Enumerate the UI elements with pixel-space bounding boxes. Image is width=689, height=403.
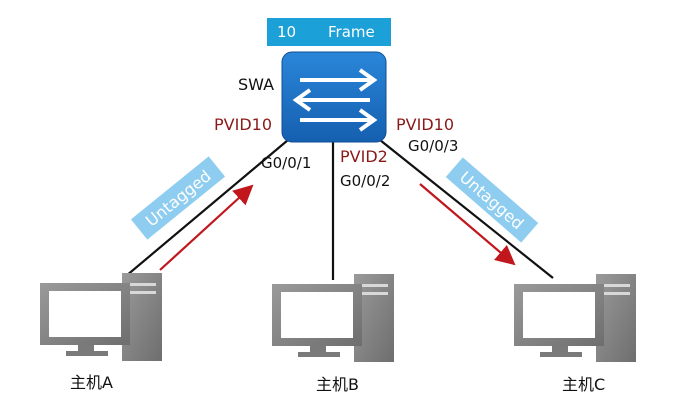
link-host-a <box>125 139 289 277</box>
host-b-label: 主机B <box>316 375 359 394</box>
computer-icon-host-a <box>40 273 162 361</box>
arrow-to-switch <box>159 184 254 271</box>
switch-name: SWA <box>238 75 274 94</box>
interface-port1: G0/0/1 <box>261 154 311 172</box>
link-host-c <box>379 139 554 279</box>
frame-vlan-id: 10 <box>277 23 297 41</box>
switch-icon <box>281 51 387 143</box>
interface-port2: G0/0/2 <box>340 172 390 190</box>
untagged-badge-a: Untagged <box>130 156 226 240</box>
computer-icon-host-b <box>272 274 394 362</box>
untagged-label-a: Untagged <box>142 166 215 230</box>
host-c-label: 主机C <box>562 375 605 394</box>
pvid-port2: PVID2 <box>340 147 388 166</box>
frame-badge: 10 Frame <box>267 18 391 46</box>
interface-port3: G0/0/3 <box>408 137 458 155</box>
host-a-label: 主机A <box>70 373 113 392</box>
pvid-port3: PVID10 <box>396 115 454 134</box>
pvid-port1: PVID10 <box>214 115 272 134</box>
arrow-to-host-c <box>419 183 516 266</box>
computer-icon-host-c <box>514 274 636 362</box>
frame-label: Frame <box>328 23 375 41</box>
